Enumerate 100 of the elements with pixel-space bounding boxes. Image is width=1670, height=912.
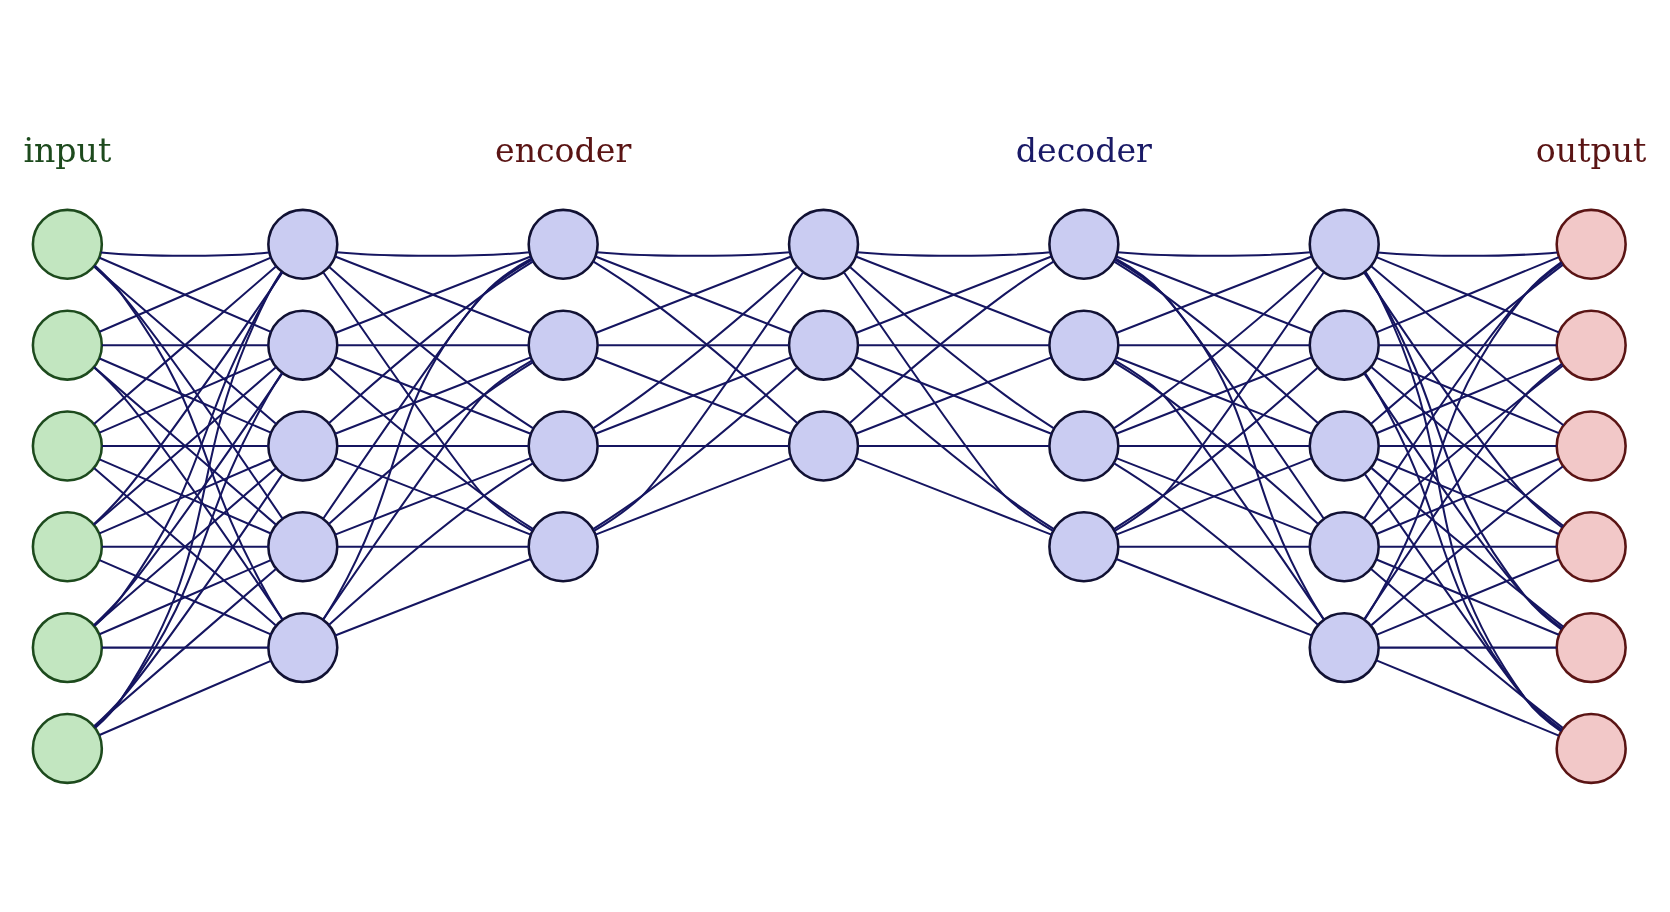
node-circle <box>31 208 104 280</box>
connector <box>1376 558 1560 636</box>
node-circle <box>1555 510 1627 583</box>
connector <box>1118 444 1310 447</box>
node-circle <box>1555 712 1627 784</box>
connector <box>1376 255 1560 333</box>
connector <box>337 343 529 346</box>
connector <box>93 567 277 727</box>
connector <box>855 255 1052 334</box>
connector <box>855 355 1052 435</box>
node-circle <box>1308 409 1380 482</box>
connector <box>102 444 269 447</box>
connector <box>336 250 530 257</box>
connector <box>1115 255 1313 334</box>
connector <box>334 355 532 435</box>
connector <box>337 444 529 447</box>
connector <box>855 456 1052 536</box>
node-circle <box>787 208 860 280</box>
connector <box>99 457 272 534</box>
connector <box>1117 250 1311 257</box>
connector <box>1370 567 1564 729</box>
connector <box>598 444 789 447</box>
connector <box>1378 646 1557 649</box>
connector <box>94 372 283 728</box>
connector <box>102 343 269 346</box>
node-circle <box>1308 611 1380 683</box>
connector <box>1376 658 1560 737</box>
node-circle <box>787 409 860 482</box>
connector <box>595 255 792 334</box>
node-circle <box>1555 208 1627 280</box>
connector <box>1364 372 1563 732</box>
connector <box>322 359 533 620</box>
connector <box>1114 359 1325 620</box>
connector <box>337 545 529 548</box>
connector <box>1378 545 1557 548</box>
node-circle <box>267 308 339 381</box>
connector <box>843 271 1054 532</box>
connector <box>849 366 1055 530</box>
node-circle <box>267 208 339 280</box>
node-circle <box>31 611 104 683</box>
node-circle <box>31 308 104 381</box>
connector <box>328 461 534 626</box>
label: decoder <box>1015 130 1152 170</box>
label: input <box>23 130 112 170</box>
connector <box>1378 343 1557 346</box>
connector <box>1115 557 1313 636</box>
label: output <box>1535 130 1647 170</box>
connector <box>1376 457 1560 535</box>
node-circle <box>1048 308 1120 381</box>
connector <box>334 456 532 536</box>
connector <box>1364 473 1563 731</box>
connector <box>858 343 1050 346</box>
connector <box>595 355 792 435</box>
connector <box>102 646 269 649</box>
node-circle <box>31 712 104 784</box>
node-circle <box>1048 510 1120 583</box>
node-circle <box>1555 308 1627 381</box>
connector <box>322 257 533 620</box>
connector <box>1115 355 1313 435</box>
node-circle <box>1555 611 1627 683</box>
connector <box>1118 343 1310 346</box>
connector <box>858 444 1050 447</box>
connector <box>100 251 270 257</box>
node-circle <box>527 308 599 381</box>
connector <box>93 365 277 526</box>
label: encoder <box>495 130 632 170</box>
node-circle <box>1555 409 1627 482</box>
connector <box>598 343 789 346</box>
node-circle <box>267 611 339 683</box>
node-circle <box>1308 208 1380 280</box>
connector <box>102 545 269 548</box>
connector <box>1377 250 1558 257</box>
connector <box>93 265 277 425</box>
connector <box>1378 444 1557 447</box>
connector <box>334 255 532 334</box>
connector <box>593 271 804 532</box>
node-circle <box>1308 308 1380 381</box>
connector <box>595 456 792 536</box>
connector <box>99 558 272 635</box>
connector <box>1115 456 1313 536</box>
node-circle <box>31 510 104 583</box>
node-circle <box>31 409 104 482</box>
connector <box>93 473 284 727</box>
connector <box>99 256 272 333</box>
connector <box>1118 545 1310 548</box>
node-circle <box>1048 208 1120 280</box>
connector <box>857 250 1051 257</box>
node-circle <box>1048 409 1120 482</box>
node-circle <box>787 308 860 381</box>
connector <box>597 250 790 257</box>
node-circle <box>527 409 599 482</box>
connector <box>334 557 532 636</box>
node-circle <box>527 208 599 280</box>
connector <box>1114 257 1325 620</box>
connector <box>1113 461 1319 626</box>
connector <box>94 271 283 728</box>
node-circle <box>527 510 599 583</box>
connector <box>1364 271 1562 732</box>
connector <box>99 659 272 736</box>
connector <box>1376 356 1560 434</box>
